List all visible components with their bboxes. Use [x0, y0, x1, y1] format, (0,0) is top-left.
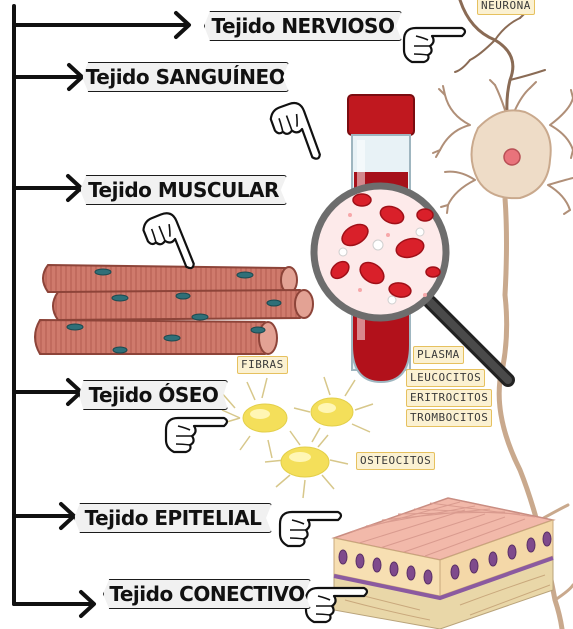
tag-osteocitos: OSTEOCITOS [356, 452, 435, 470]
tissue-label-muscular: Tejido MUSCULAR [80, 175, 287, 205]
tag-trombocitos: TROMBOCITOS [406, 409, 492, 427]
tissue-label-conectivo: Tejido CONECTIVO [103, 579, 311, 609]
tissue-label-sanguineo: Tejido SANGUÍNEO [82, 62, 289, 92]
tissue-label-epitelial: Tejido EPITELIAL [74, 503, 272, 533]
tissue-label-oseo: Tejido ÓSEO [79, 380, 228, 410]
tag-leucocitos: LEUCOCITOS [406, 369, 485, 387]
tag-plasma: PLASMA [413, 346, 464, 364]
tag-fibras: FIBRAS [237, 356, 288, 374]
tissue-label-nervioso: Tejido NERVIOSO [204, 11, 402, 41]
tag-eritrocitos: ERITROCITOS [406, 389, 492, 407]
tag-neurona: NEURONA [477, 0, 535, 15]
